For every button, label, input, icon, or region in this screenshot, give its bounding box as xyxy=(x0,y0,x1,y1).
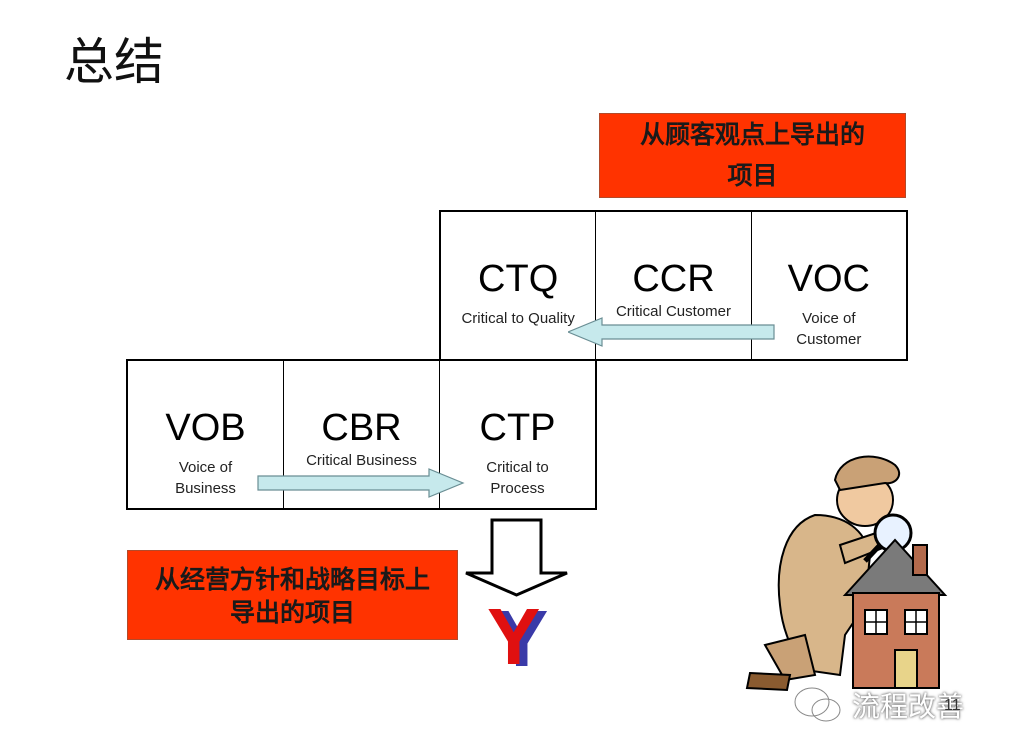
ccr-full: Critical Customer xyxy=(615,304,731,320)
cbr-full: Critical Business xyxy=(306,453,417,469)
business-view-banner: 从经营方针和战略目标上 导出的项目 xyxy=(127,550,458,640)
watermark-text: 流程改善 xyxy=(852,690,965,723)
customer-view-banner-line1: 从顾客观点上导出的 xyxy=(639,120,865,149)
cell-cbr: CBR Critical Business xyxy=(284,361,440,508)
customer-view-banner-line2: 项目 xyxy=(727,161,778,190)
ctp-down-arrow xyxy=(465,518,568,597)
ctp-full-line2: Process xyxy=(490,480,545,497)
detective-house-clipart xyxy=(745,455,948,692)
wechat-icon xyxy=(793,686,842,723)
cell-ccr: CCR Critical Customer xyxy=(596,212,752,359)
business-view-banner-line1: 从经营方针和战略目标上 xyxy=(154,565,430,594)
voc-abbr: VOC xyxy=(787,258,870,300)
voc-full: Voice of Customer xyxy=(758,308,900,350)
cell-vob: VOB Voice of Business xyxy=(128,361,284,508)
ctq-full: Critical to Quality xyxy=(461,310,575,327)
business-view-banner-line2: 导出的项目 xyxy=(229,598,355,627)
cell-voc: VOC Voice of Customer xyxy=(752,212,906,359)
cell-ctq: CTQ Critical to Quality xyxy=(441,212,597,359)
business-row: VOB Voice of Business CBR Critical Busin… xyxy=(126,359,597,510)
vob-full-line1: Voice of xyxy=(178,459,233,476)
vob-full-line2: Business xyxy=(175,480,236,497)
customer-row: CTQ Critical to Quality CCR Critical Cus… xyxy=(439,210,908,361)
ctq-abbr: CTQ xyxy=(478,258,559,300)
slide-title: 总结 xyxy=(64,33,164,91)
vob-abbr: VOB xyxy=(165,407,246,449)
cbr-abbr: CBR xyxy=(321,407,402,449)
cell-ctp: CTP Critical to Process xyxy=(440,361,595,508)
vob-full: Voice of Business xyxy=(134,457,277,499)
ctp-full: Critical to Process xyxy=(446,457,589,499)
voc-full-line2: Customer xyxy=(796,331,862,348)
y-letter-shadow: Y xyxy=(495,598,548,670)
ccr-abbr: CCR xyxy=(632,258,715,300)
ctp-full-line1: Critical to xyxy=(486,459,549,476)
y-letter: Y xyxy=(487,598,540,670)
voc-full-line1: Voice of xyxy=(802,310,856,327)
customer-view-banner: 从顾客观点上导出的 项目 xyxy=(599,113,906,198)
ctp-abbr: CTP xyxy=(479,407,556,449)
voc-to-ctq-arrow xyxy=(568,317,775,347)
y-result-logo: Y Y xyxy=(487,598,548,670)
page-number: 11 xyxy=(944,697,961,714)
wechat-watermark: 流程改善 xyxy=(792,685,964,725)
vob-to-ctp-arrow xyxy=(257,468,465,498)
